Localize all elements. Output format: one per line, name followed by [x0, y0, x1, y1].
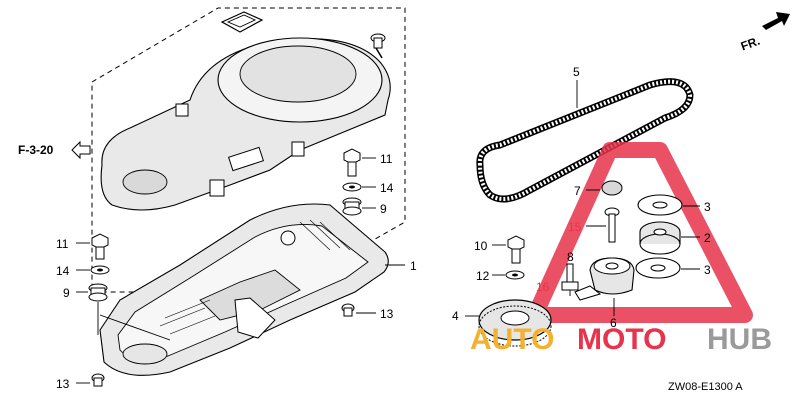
callout-2: 2: [704, 231, 711, 245]
washer-12: [492, 270, 525, 280]
callout-5: 5: [573, 65, 580, 79]
cap-7: [586, 180, 623, 196]
pin-8: [561, 263, 579, 296]
cover-recess: [122, 169, 168, 195]
cover-clip-right: [291, 141, 305, 157]
pulley-4: [465, 299, 552, 347]
watermark-auto: AUTO: [470, 323, 554, 356]
bolt-11-left: [76, 233, 109, 260]
cover-knob-bolt: [370, 33, 386, 59]
callout-11-right: 11: [380, 152, 393, 166]
front-arrow-icon: [762, 12, 790, 30]
cover-latch: [227, 146, 265, 172]
bolt-15: [586, 207, 620, 243]
screw-13-right: [341, 303, 376, 317]
washer-14-left: [76, 265, 110, 275]
lower-case-group: [99, 203, 405, 376]
callout-16: 16: [536, 280, 550, 294]
front-direction-label: FR.: [739, 34, 762, 54]
callout-12: 12: [476, 269, 490, 283]
lower-case-well: [199, 269, 301, 321]
reference-arrow: F-3-20: [18, 140, 91, 160]
screw-13-left: [76, 373, 105, 387]
callout-10: 10: [474, 239, 488, 253]
dashed-assembly-box: [91, 7, 406, 293]
watermark-triangle: [527, 142, 753, 323]
lower-case-tab: [234, 297, 276, 339]
bolt-11-right: [343, 148, 376, 177]
callout-4: 4: [452, 309, 459, 323]
lower-case-boss: [280, 230, 296, 246]
grommet-9-right: [342, 197, 376, 216]
callout-6: 6: [610, 316, 617, 330]
callout-13-left: 13: [56, 377, 70, 391]
reference-arrow-icon: [71, 140, 91, 160]
callouts: 1 2 3 3 4 5 6 7 8 9 9 10 11 11 12 13 13 …: [56, 65, 711, 391]
cover-clip-left: [209, 179, 225, 197]
callout-9-right: 9: [380, 202, 387, 216]
upper-cover-group: [91, 7, 406, 293]
lower-case-grille: [159, 219, 351, 335]
plate-3-bottom: [635, 257, 700, 279]
timing-belt: [476, 78, 694, 203]
callout-1: 1: [410, 259, 417, 273]
lower-case-hole: [122, 343, 168, 365]
callout-15: 15: [568, 220, 582, 234]
watermark-hub: HUB: [707, 323, 772, 356]
plate-3-top: [637, 194, 700, 216]
callout-9-left: 9: [63, 286, 70, 300]
cover-clip-top: [175, 103, 189, 117]
gear-2: [639, 221, 700, 255]
callout-11-left: 11: [56, 237, 69, 251]
cover-seal: [220, 11, 264, 33]
bolt-10: [492, 235, 525, 264]
watermark-text: AUTO MOTO HUB: [470, 323, 772, 356]
reference-label: F-3-20: [18, 143, 54, 157]
diagram-code: ZW08-E1300 A: [668, 381, 743, 393]
watermark-moto: MOTO: [577, 323, 666, 356]
callout-7: 7: [574, 184, 581, 198]
callout-8: 8: [567, 250, 574, 264]
washer-14-right: [342, 182, 376, 192]
front-direction: FR.: [739, 12, 790, 53]
callout-3-top: 3: [704, 200, 711, 214]
callout-14-left: 14: [56, 264, 70, 278]
grommet-9-left: [76, 283, 171, 341]
callout-3-bottom: 3: [704, 263, 711, 277]
cover-dome-inner: [239, 45, 357, 103]
callout-14-right: 14: [380, 181, 394, 195]
callout-13-right: 13: [380, 307, 394, 321]
tensioner-6: [574, 257, 635, 316]
